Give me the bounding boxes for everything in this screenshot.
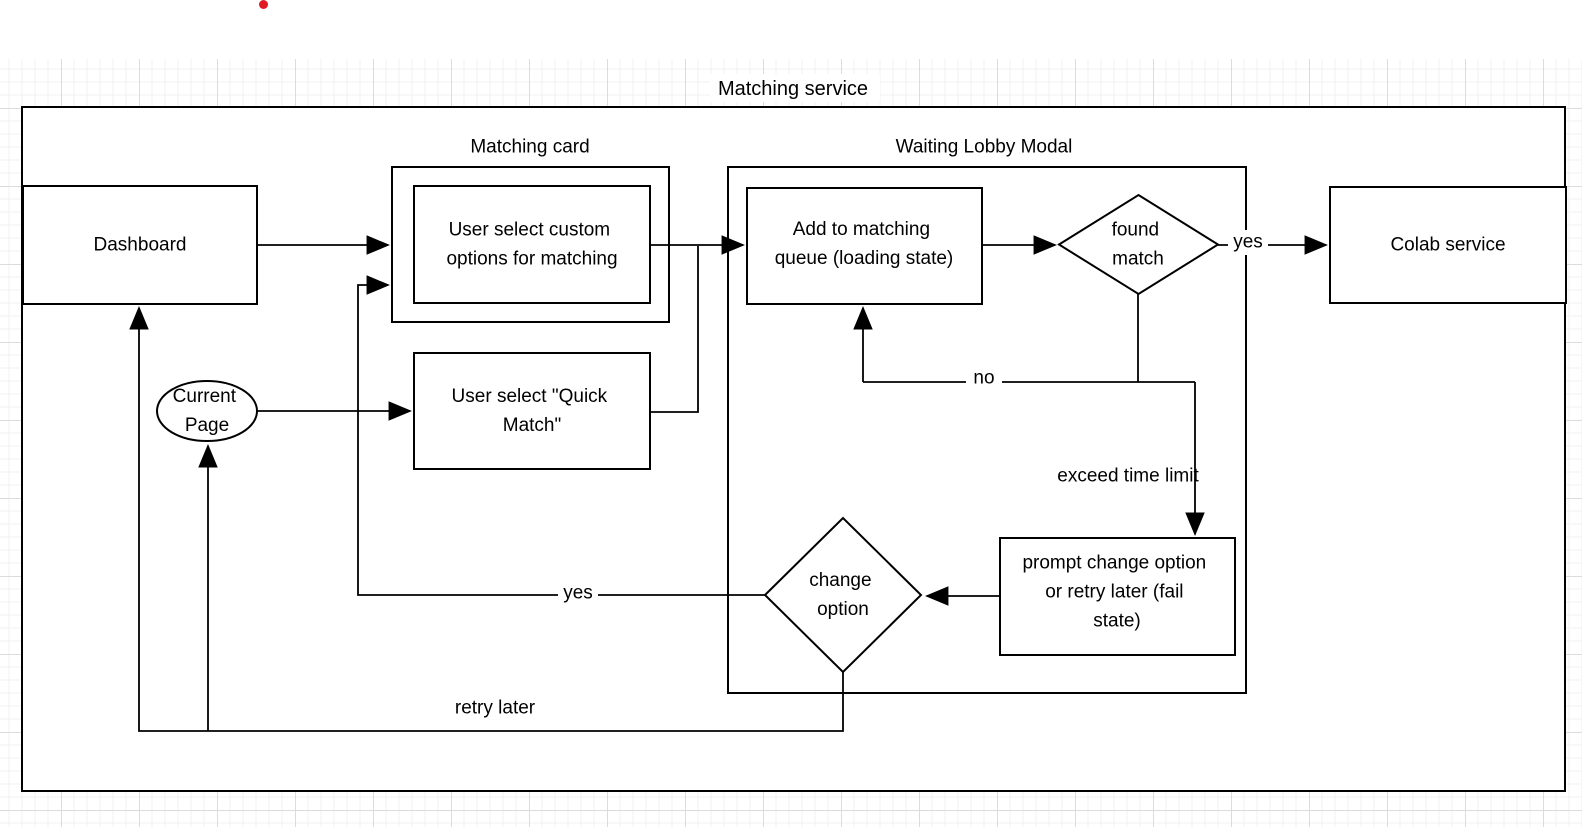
fail-state-label: prompt change option or retry later (fai… (1022, 547, 1211, 632)
edge-quick-match-merge[interactable] (651, 246, 699, 413)
current-page-label: Current Page (173, 381, 242, 437)
red-annotation-dot (259, 0, 268, 9)
found-yes-label-background (1228, 230, 1268, 255)
fail-state-node[interactable] (999, 537, 1236, 656)
current-page-node[interactable] (156, 380, 258, 442)
dashboard-label: Dashboard (94, 235, 187, 256)
quick-match-node[interactable] (413, 352, 651, 470)
edge-retry-later-to-dashboard[interactable] (129, 306, 844, 732)
add-queue-node[interactable] (746, 187, 983, 305)
custom-options-node[interactable] (413, 185, 651, 304)
found-yes-edge-label: yes (1233, 232, 1263, 253)
waiting-lobby-container-label: Waiting Lobby Modal (896, 137, 1073, 158)
change-yes-label-background (558, 581, 598, 606)
exceed-time-edge-label: exceed time limit (1057, 466, 1199, 487)
colab-service-node[interactable] (1329, 186, 1567, 304)
change-yes-edge-label: yes (563, 583, 593, 604)
found-match-decision[interactable] (1057, 193, 1220, 296)
found-no-label-background (966, 366, 1002, 391)
found-match-label: found match (1112, 214, 1165, 270)
change-option-decision[interactable] (763, 516, 923, 674)
diagram-title: Matching service (718, 78, 868, 100)
dashboard-node[interactable] (22, 185, 258, 305)
found-no-edge-label: no (973, 368, 994, 389)
add-queue-label: Add to matching queue (loading state) (775, 214, 954, 270)
change-option-label: change option (809, 565, 877, 621)
matching-card-container-label: Matching card (470, 137, 589, 158)
retry-later-edge-label: retry later (455, 698, 536, 719)
title-label-background (710, 74, 880, 102)
quick-match-label: User select "Quick Match" (452, 381, 613, 437)
colab-service-label: Colab service (1390, 235, 1505, 256)
custom-options-label: User select custom options for matching (446, 214, 617, 270)
